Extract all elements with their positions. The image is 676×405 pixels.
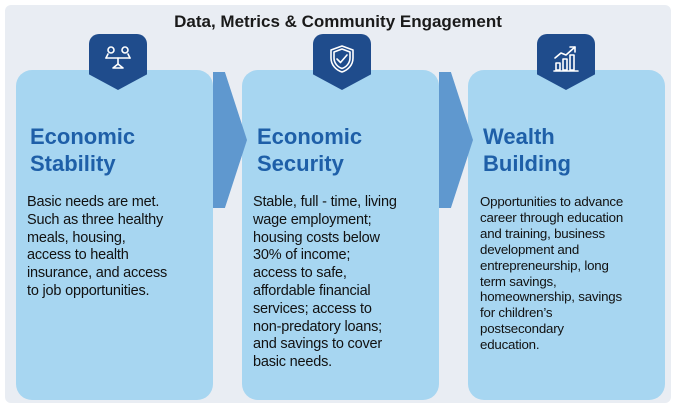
card-body-economic-stability: Basic needs are met. Such as three healt… [27, 194, 168, 299]
card-body-wealth-building: Opportunities to advance career through … [480, 194, 624, 353]
card-title-economic-stability: Economic Stability [30, 124, 136, 176]
balance-scale-icon [105, 46, 131, 69]
card-body-economic-security: Stable, full - time, living wage employm… [253, 194, 397, 371]
diagram-title: Data, Metrics & Community Engagement [174, 12, 502, 31]
card-wealth-building [468, 70, 665, 400]
card-title-economic-security: Economic Security [257, 124, 363, 176]
card-economic-security [242, 70, 439, 400]
growth-chart-icon [553, 46, 579, 72]
card-title-wealth-building: Wealth Building [483, 124, 571, 176]
card-economic-stability [16, 70, 213, 400]
shield-check-icon [330, 45, 354, 73]
